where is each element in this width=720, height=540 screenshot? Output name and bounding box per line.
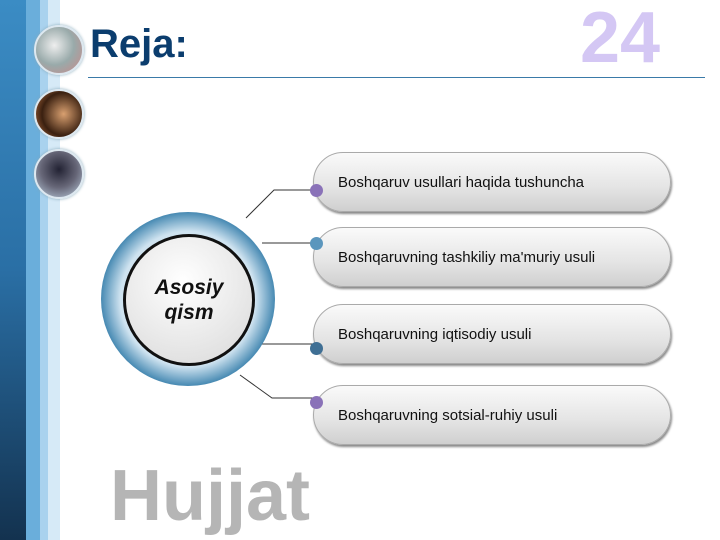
- bullet-dot: [310, 237, 323, 250]
- item-label: Boshqaruvning tashkiliy ma'muriy usuli: [338, 248, 596, 266]
- list-item: Boshqaruvning sotsial-ruhiy usuli: [313, 385, 671, 445]
- list-item: Boshqaruv usullari haqida tushuncha: [313, 152, 671, 212]
- item-label: Boshqaruvning sotsial-ruhiy usuli: [338, 406, 558, 424]
- photo-circle: [34, 89, 84, 139]
- photo-circle: [34, 149, 84, 199]
- left-decor-bar: [0, 0, 26, 540]
- decor-stripe: [26, 0, 40, 540]
- center-label: qism: [164, 301, 214, 324]
- decor-stripe: [40, 0, 48, 540]
- list-item: Boshqaruvning iqtisodiy usuli: [313, 304, 671, 364]
- center-label: Asosiy: [154, 275, 224, 299]
- title-divider: [88, 77, 705, 78]
- bullet-dot: [310, 342, 323, 355]
- item-label: Boshqaruvning iqtisodiy usuli: [338, 325, 532, 343]
- bullet-dot: [310, 184, 323, 197]
- center-circle: Asosiy qism: [101, 212, 275, 386]
- bullet-dot: [310, 396, 323, 409]
- page-title: Reja:: [90, 22, 188, 66]
- photo-circle: [34, 25, 84, 75]
- list-item: Boshqaruvning tashkiliy ma'muriy usuli: [313, 227, 671, 287]
- item-label: Boshqaruv usullari haqida tushuncha: [338, 173, 584, 191]
